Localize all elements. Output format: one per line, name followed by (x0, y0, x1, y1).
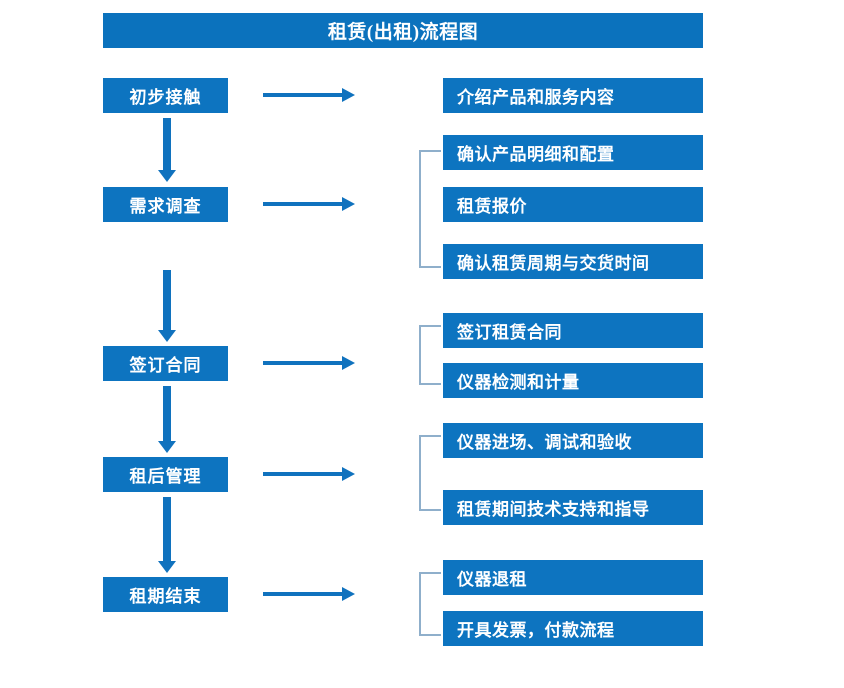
arrow-head (158, 170, 176, 182)
stage-box-5[interactable]: 租期结束 (103, 577, 228, 612)
group-bracket-end (419, 572, 441, 636)
detail-box-7[interactable]: 仪器进场、调试和验收 (443, 423, 703, 458)
arrow-right-icon-1 (263, 88, 355, 102)
arrow-right-icon-2 (263, 197, 355, 211)
arrow-shaft (263, 361, 343, 365)
arrow-head (342, 587, 355, 601)
arrow-head (158, 441, 176, 453)
arrow-down-icon-1 (158, 118, 176, 182)
detail-box-3[interactable]: 租赁报价 (443, 187, 703, 222)
arrow-shaft (263, 93, 343, 97)
detail-box-8[interactable]: 租赁期间技术支持和指导 (443, 490, 703, 525)
arrow-shaft (263, 472, 343, 476)
detail-box-6[interactable]: 仪器检测和计量 (443, 363, 703, 398)
detail-box-2[interactable]: 确认产品明细和配置 (443, 135, 703, 170)
arrow-shaft (163, 497, 171, 561)
stage-box-4[interactable]: 租后管理 (103, 457, 228, 492)
arrow-shaft (263, 202, 343, 206)
arrow-shaft (163, 118, 171, 170)
group-bracket-management (419, 435, 441, 511)
arrow-down-icon-3 (158, 386, 176, 453)
arrow-right-icon-3 (263, 356, 355, 370)
arrow-head (342, 197, 355, 211)
stage-box-2[interactable]: 需求调查 (103, 187, 228, 222)
arrow-head (342, 467, 355, 481)
stage-box-1[interactable]: 初步接触 (103, 78, 228, 113)
detail-box-10[interactable]: 开具发票，付款流程 (443, 611, 703, 646)
detail-box-1[interactable]: 介绍产品和服务内容 (443, 78, 703, 113)
arrow-down-icon-2 (158, 270, 176, 342)
arrow-down-icon-4 (158, 497, 176, 573)
arrow-head (158, 330, 176, 342)
detail-box-5[interactable]: 签订租赁合同 (443, 313, 703, 348)
page-title: 租赁(出租)流程图 (103, 13, 703, 48)
detail-box-4[interactable]: 确认租赁周期与交货时间 (443, 244, 703, 279)
arrow-head (342, 356, 355, 370)
arrow-head (342, 88, 355, 102)
group-bracket-contract (419, 325, 441, 385)
arrow-shaft (163, 386, 171, 441)
group-bracket-demand (419, 150, 441, 268)
arrow-shaft (263, 592, 343, 596)
detail-box-9[interactable]: 仪器退租 (443, 560, 703, 595)
arrow-shaft (163, 270, 171, 330)
stage-box-3[interactable]: 签订合同 (103, 346, 228, 381)
arrow-head (158, 561, 176, 573)
arrow-right-icon-5 (263, 587, 355, 601)
arrow-right-icon-4 (263, 467, 355, 481)
